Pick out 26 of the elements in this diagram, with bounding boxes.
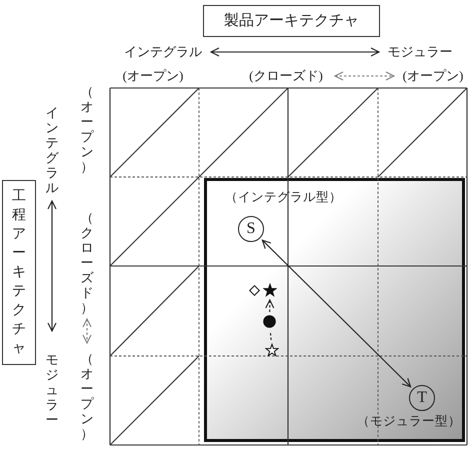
axis-label: (オープン) bbox=[122, 67, 184, 86]
connector-line bbox=[270, 330, 272, 340]
dot-marker bbox=[263, 315, 276, 328]
star-marker bbox=[263, 283, 277, 297]
double-arrow bbox=[47, 200, 57, 332]
circled-letter: S bbox=[238, 216, 264, 242]
axis-label: (オープン) bbox=[397, 66, 469, 86]
diamond-marker bbox=[249, 285, 260, 296]
axis-label: インテグラル bbox=[118, 42, 208, 62]
double-arrow bbox=[334, 71, 395, 81]
axis-label: モジュラー bbox=[382, 42, 458, 62]
double-arrow bbox=[210, 47, 380, 57]
circled-letter: T bbox=[409, 385, 435, 411]
axis-label: (クローズド) bbox=[240, 66, 332, 86]
arrow bbox=[265, 299, 274, 312]
axis-label: モジュラー bbox=[43, 334, 61, 444]
double-arrow bbox=[82, 318, 92, 344]
axis-label: （オープン） bbox=[78, 346, 96, 446]
axis-label: （クローズド） bbox=[78, 208, 96, 316]
axis-label: インテグラル bbox=[43, 102, 61, 198]
title-box: 工程アーキテクチャ bbox=[2, 180, 36, 365]
title-box: 製品アーキテクチャ bbox=[203, 5, 380, 37]
star-marker bbox=[265, 343, 279, 357]
type-caption: （モジュラー型） bbox=[357, 414, 461, 429]
highlight-frame bbox=[204, 178, 465, 442]
double-arrow bbox=[262, 240, 412, 388]
